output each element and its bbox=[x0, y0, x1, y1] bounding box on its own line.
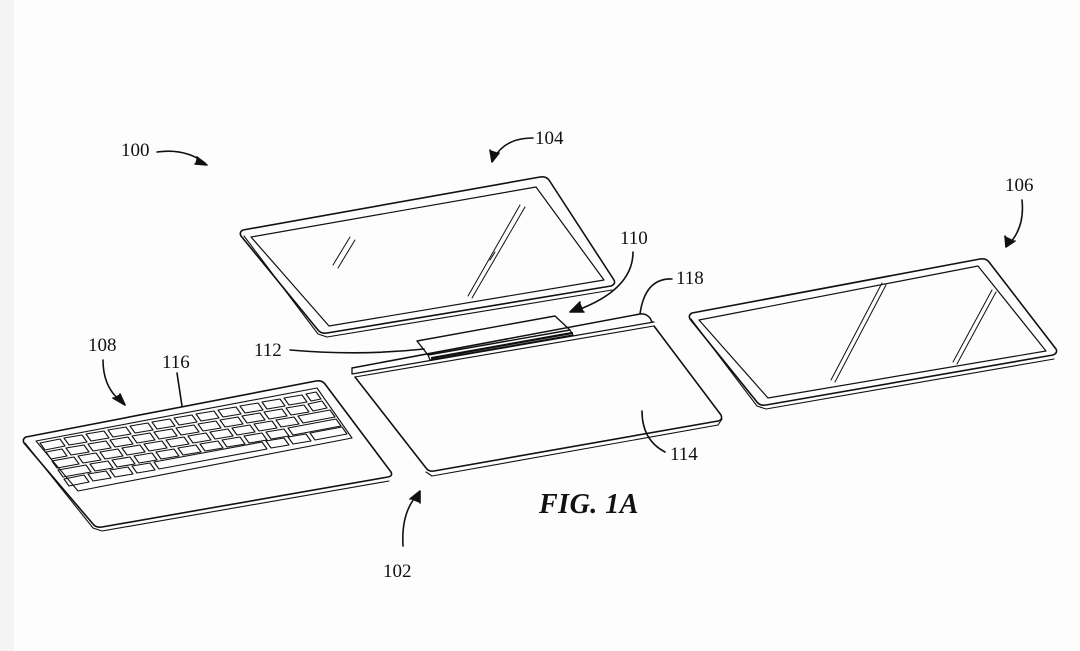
ref-114: 114 bbox=[670, 444, 698, 465]
ref-106: 106 bbox=[1005, 175, 1034, 196]
ref-100: 100 bbox=[121, 140, 150, 161]
keyboard-108 bbox=[22, 380, 393, 532]
ref-116: 116 bbox=[162, 352, 190, 373]
keys-116 bbox=[39, 391, 348, 487]
leader-lines bbox=[102, 137, 1024, 547]
display-104 bbox=[239, 176, 616, 338]
base-102 bbox=[351, 313, 723, 477]
ref-118: 118 bbox=[676, 268, 704, 289]
display-106 bbox=[688, 258, 1058, 410]
ref-110: 110 bbox=[620, 228, 648, 249]
figure-caption: FIG. 1A bbox=[539, 489, 639, 520]
ref-112: 112 bbox=[254, 340, 282, 361]
ref-104: 104 bbox=[535, 128, 564, 149]
page-edge bbox=[0, 0, 14, 651]
ref-108: 108 bbox=[88, 335, 117, 356]
ref-102: 102 bbox=[383, 561, 412, 582]
